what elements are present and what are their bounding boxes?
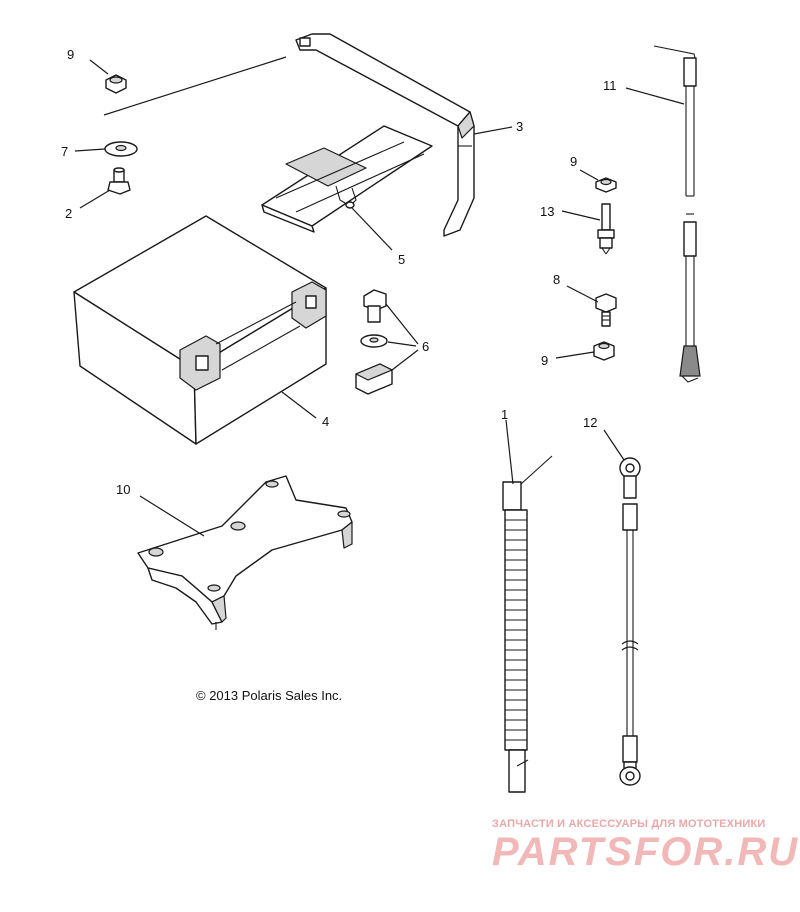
hex-nut-part-9: [105, 74, 127, 94]
vent-tube-part-1: [502, 455, 553, 793]
leader-4: [281, 391, 317, 419]
hex-nut-part-9-low: [593, 341, 615, 361]
leader-13: [561, 210, 601, 221]
leader-12: [603, 429, 625, 461]
tube-ribs: [505, 519, 527, 741]
leader-9-top: [89, 59, 109, 75]
leader-1: [505, 419, 514, 485]
callout-13: 13: [540, 204, 554, 219]
callout-11: 11: [603, 78, 617, 93]
leader-10: [139, 495, 205, 537]
callout-4: 4: [322, 414, 329, 429]
callout-9-low: 9: [541, 353, 548, 368]
cable-part-11: [653, 45, 701, 383]
callout-3: 3: [516, 119, 523, 134]
leader-2: [79, 189, 111, 209]
watermark-logo: PARTSFOR.RU: [492, 830, 800, 874]
hold-down-strap-part-3: [295, 33, 475, 237]
leader-7: [74, 148, 106, 152]
callout-5: 5: [398, 252, 405, 267]
leader-11: [625, 87, 685, 105]
callout-2: 2: [65, 206, 72, 221]
callout-10: 10: [116, 482, 130, 497]
hardware-kit-part-6: [355, 289, 393, 395]
hex-nut-part-9-mid: [595, 177, 617, 193]
bolt-part-2: [107, 167, 131, 195]
callout-1: 1: [501, 407, 508, 422]
battery-part-4: [73, 215, 327, 445]
callout-6: 6: [422, 339, 429, 354]
leader-9-mid: [579, 169, 599, 181]
callout-12: 12: [583, 415, 597, 430]
copyright-notice: © 2013 Polaris Sales Inc.: [196, 688, 343, 703]
callout-7: 7: [61, 144, 68, 159]
callout-9-mid: 9: [570, 154, 577, 169]
leader-6b: [387, 341, 417, 347]
washer-part-7: [104, 141, 138, 157]
watermark-tagline: ЗАПЧАСТИ И АКСЕССУАРЫ ДЛЯ МОТОТЕХНИКИ: [492, 818, 766, 830]
callout-8: 8: [553, 272, 560, 287]
stud-part-13: [597, 203, 615, 255]
leader-6c: [391, 349, 419, 371]
leader-3: [473, 126, 513, 135]
ground-cable-part-12: [619, 457, 641, 786]
leader-hold-down: [103, 56, 287, 116]
battery-pad-part-5: [261, 125, 433, 233]
bolt-part-8: [595, 293, 617, 327]
battery-bracket-part-10: [137, 475, 353, 630]
callout-9-top: 9: [67, 47, 74, 62]
leader-8: [566, 285, 599, 303]
leader-9-low: [555, 351, 595, 359]
leader-6a: [385, 303, 419, 345]
leader-5: [351, 207, 393, 251]
